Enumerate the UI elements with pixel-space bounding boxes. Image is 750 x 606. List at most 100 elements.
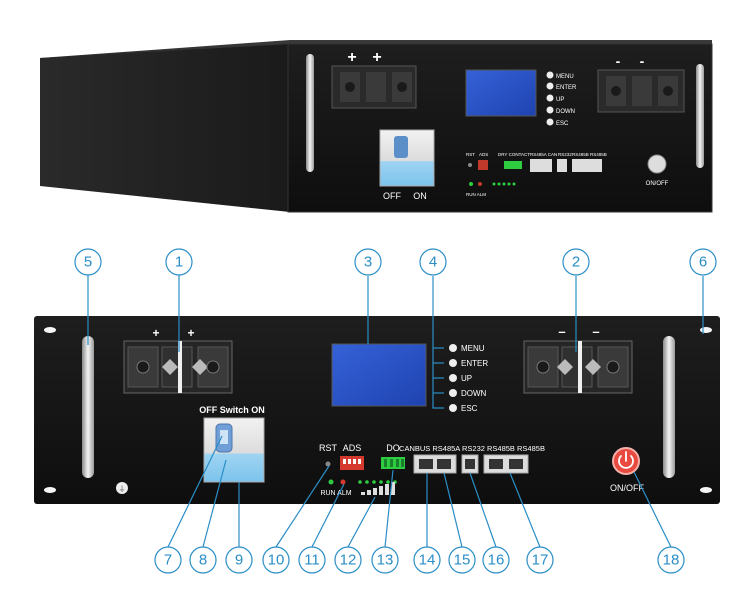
front-plus-1: + xyxy=(152,326,159,340)
front-plus-2: + xyxy=(187,326,194,340)
lcd-screen xyxy=(331,343,427,407)
top-down-button[interactable] xyxy=(546,106,554,114)
top-menu-button[interactable] xyxy=(546,71,554,79)
leader-lines xyxy=(87,275,704,548)
callout-6: 6 xyxy=(689,248,717,276)
top-left-terminal-block xyxy=(331,65,417,109)
top-run-alm-label: RUN ALM xyxy=(466,192,486,197)
run-alm-label: RUN ALM xyxy=(320,490,351,497)
callout-9-num: 9 xyxy=(235,552,243,569)
top-breaker-off-label: OFF xyxy=(383,191,401,201)
top-right-terminal-block xyxy=(597,69,685,113)
callout-12-num: 12 xyxy=(340,552,357,569)
top-rs485a-can-label: RS485A CAN xyxy=(530,152,557,157)
top-minus-2: - xyxy=(640,53,645,69)
top-down-label: DOWN xyxy=(556,109,575,115)
callout-15: 15 xyxy=(448,546,476,574)
up-button[interactable] xyxy=(449,374,457,382)
ads-label: ADS xyxy=(343,443,362,453)
down-label: DOWN xyxy=(461,389,487,398)
rst-button[interactable] xyxy=(325,461,331,467)
callout-16-num: 16 xyxy=(488,552,505,569)
callout-11: 11 xyxy=(298,546,326,574)
callout-12: 12 xyxy=(334,546,362,574)
top-unit: + + OFF ON MENU ENTER UP DO xyxy=(40,40,713,213)
top-breaker-on-label: ON xyxy=(413,191,427,201)
dry-contact-terminal[interactable] xyxy=(381,457,405,469)
callout-1: 1 xyxy=(165,248,193,276)
callout-5-num: 5 xyxy=(84,254,92,271)
callout-8-num: 8 xyxy=(199,552,207,569)
callout-13-num: 13 xyxy=(377,552,394,569)
top-plus-1: + xyxy=(347,49,356,66)
callouts: 5 1 3 4 2 6 7 8 9 10 11 12 13 14 15 16 1… xyxy=(74,248,717,574)
callout-2-num: 2 xyxy=(572,254,580,271)
callout-11-num: 11 xyxy=(304,552,320,569)
do-label: DO xyxy=(386,443,400,453)
top-enter-button[interactable] xyxy=(546,82,554,90)
enter-button[interactable] xyxy=(449,359,457,367)
power-label: ON/OFF xyxy=(610,483,644,493)
negative-terminal-block xyxy=(523,340,633,394)
top-led-row xyxy=(469,182,516,186)
callout-14-num: 14 xyxy=(419,552,436,569)
top-enter-label: ENTER xyxy=(556,85,577,91)
callout-10-num: 10 xyxy=(268,552,285,569)
breaker-switch[interactable] xyxy=(203,417,265,483)
right-handle[interactable] xyxy=(663,336,675,478)
top-menu-label: MENU xyxy=(556,74,574,80)
callout-14: 14 xyxy=(413,546,441,574)
top-ads-label: ADS xyxy=(479,152,488,157)
menu-label: MENU xyxy=(461,344,485,353)
top-menu-buttons: MENU ENTER UP DOWN ESC xyxy=(546,71,577,127)
callout-10: 10 xyxy=(262,546,290,574)
callout-5: 5 xyxy=(74,248,102,276)
esc-button[interactable] xyxy=(449,404,457,412)
callout-17: 17 xyxy=(526,546,554,574)
switch-label: OFF Switch ON xyxy=(199,405,265,415)
menu-buttons: MENU ENTER UP DOWN ESC xyxy=(449,344,488,413)
callout-3: 3 xyxy=(354,248,382,276)
callout-2: 2 xyxy=(562,248,590,276)
callout-7: 7 xyxy=(154,546,182,574)
callout-16: 16 xyxy=(482,546,510,574)
top-power-knob[interactable] xyxy=(647,154,667,174)
front-panel: ⏚ + + MENU ENTER UP DOWN xyxy=(34,316,720,504)
left-handle[interactable] xyxy=(82,336,94,478)
top-up-label: UP xyxy=(556,97,564,103)
top-breaker[interactable] xyxy=(379,129,435,187)
callout-8: 8 xyxy=(189,546,217,574)
up-label: UP xyxy=(461,374,472,383)
top-dry-contact-label: DRY CONTACT xyxy=(498,152,530,157)
callout-18-num: 18 xyxy=(663,552,680,569)
svg-text:⏚: ⏚ xyxy=(119,485,126,493)
down-button[interactable] xyxy=(449,389,457,397)
ads-dip-switch[interactable] xyxy=(340,456,364,470)
ports-label: CANBUS RS485A RS232 RS485B RS485B xyxy=(399,444,545,453)
top-esc-label: ESC xyxy=(556,121,569,127)
top-lcd-screen xyxy=(465,69,537,117)
callout-15-num: 15 xyxy=(454,552,471,569)
callout-13: 13 xyxy=(371,546,399,574)
top-plus-2: + xyxy=(372,49,381,66)
callout-3-num: 3 xyxy=(364,254,372,271)
top-port-row xyxy=(468,159,602,172)
comm-ports xyxy=(413,454,529,474)
top-up-button[interactable] xyxy=(546,94,554,102)
top-unit-side-face xyxy=(40,44,290,212)
top-esc-button[interactable] xyxy=(546,118,554,126)
top-power-label: ON/OFF xyxy=(646,181,669,187)
alm-led xyxy=(340,479,346,485)
callout-4-num: 4 xyxy=(429,254,437,271)
callout-17-num: 17 xyxy=(532,552,549,569)
run-led xyxy=(328,479,334,485)
front-minus-2: – xyxy=(592,324,599,339)
top-rs485b-label: RS485B RS485B xyxy=(572,152,607,157)
top-unit-left-handle xyxy=(306,54,314,172)
callout-7-num: 7 xyxy=(164,552,172,569)
menu-button[interactable] xyxy=(449,344,457,352)
ground-icon xyxy=(116,482,128,494)
soc-bars-icon xyxy=(361,482,395,495)
rst-label: RST xyxy=(319,443,338,453)
